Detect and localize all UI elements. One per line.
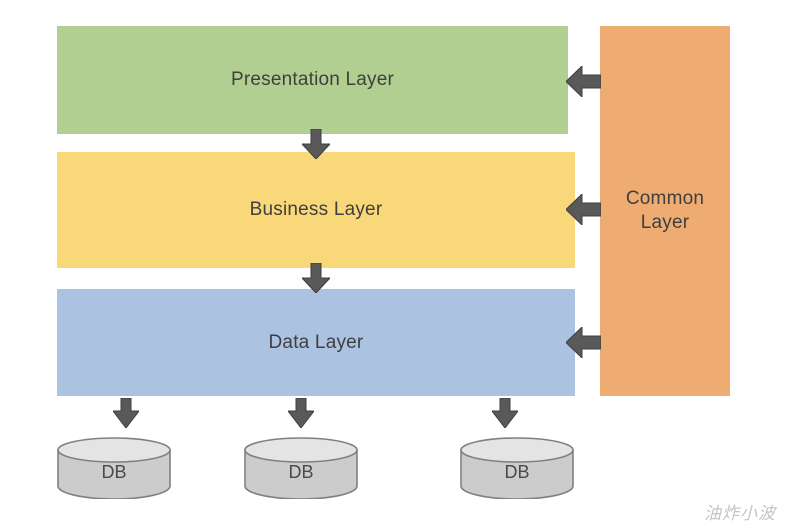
database-cylinder-1-label: DB: [101, 461, 127, 482]
layer-business[interactable]: Business Layer: [57, 152, 575, 268]
database-cylinder-2[interactable]: DB: [244, 437, 358, 499]
arrow-down-data-to-db-2-icon: [288, 398, 314, 428]
layer-data-label: Data Layer: [268, 331, 364, 353]
layer-common-label-line1: Common: [625, 188, 705, 210]
database-cylinder-2-label: DB: [288, 461, 314, 482]
layer-business-label: Business Layer: [249, 199, 383, 221]
arrow-down-presentation-to-business-icon: [302, 129, 330, 159]
arrow-down-data-to-db-3-icon: [492, 398, 518, 428]
database-cylinder-3-label-wrap: DB: [460, 437, 574, 499]
layer-presentation[interactable]: Presentation Layer: [57, 26, 568, 134]
layer-common-label-line2: Layer: [640, 212, 690, 233]
database-cylinder-1-label-wrap: DB: [57, 437, 171, 499]
arrow-down-business-to-data-icon: [302, 263, 330, 293]
database-cylinder-3[interactable]: DB: [460, 437, 574, 499]
watermark-text: 油炸小波: [704, 504, 776, 523]
arrow-left-common-to-business-icon: [566, 194, 601, 225]
layer-data[interactable]: Data Layer: [57, 289, 575, 396]
arrow-down-data-to-db-1-icon: [113, 398, 139, 428]
arrow-left-common-to-presentation-icon: [566, 66, 601, 97]
database-cylinder-1[interactable]: DB: [57, 437, 171, 499]
database-cylinder-2-label-wrap: DB: [244, 437, 358, 499]
database-cylinder-3-label: DB: [504, 461, 530, 482]
layer-presentation-label: Presentation Layer: [230, 69, 395, 91]
arrow-left-common-to-data-icon: [566, 327, 601, 358]
